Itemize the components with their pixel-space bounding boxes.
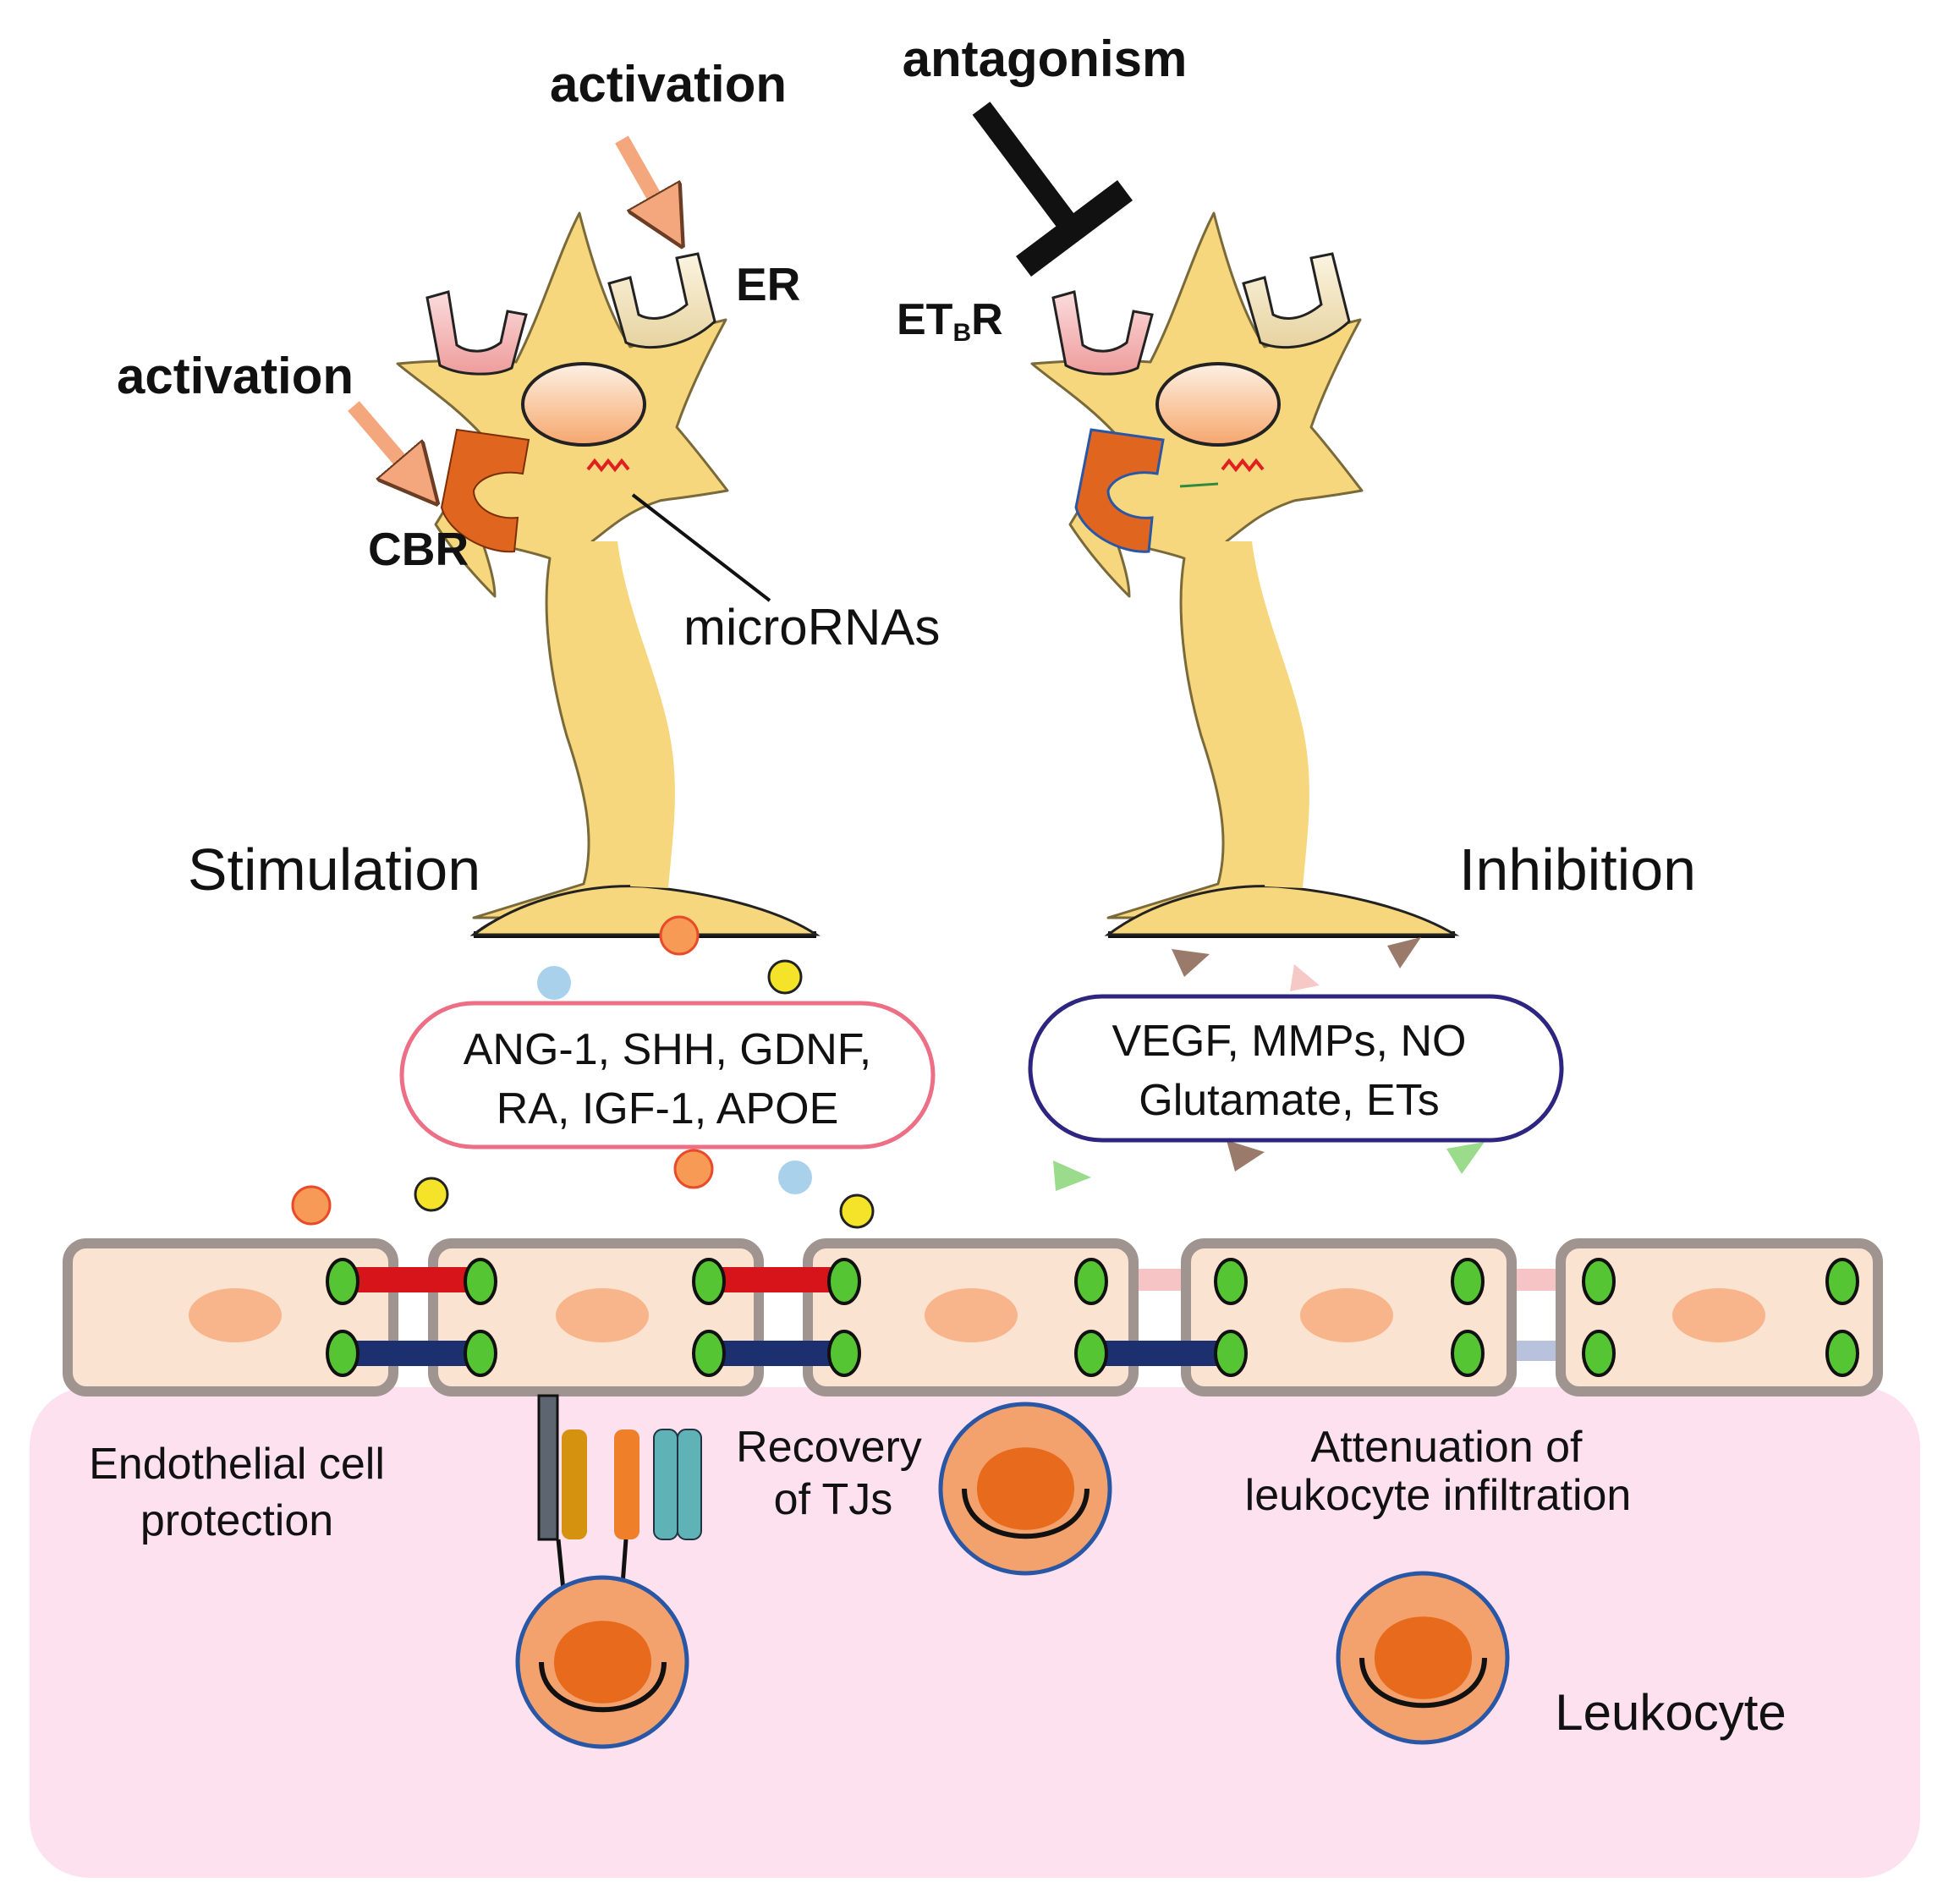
cbr-receptor-right (1074, 428, 1165, 553)
tight-junction-blue (343, 1341, 482, 1366)
activation-arrow-left (348, 401, 419, 482)
label-stimulation: Stimulation (188, 837, 480, 903)
leukocyte-cell (938, 1402, 1112, 1576)
astrocyte-nucleus (521, 362, 646, 447)
microrna-icon (586, 458, 630, 473)
tight-junction-blue (1100, 1341, 1231, 1366)
endothelial-nucleus (925, 1288, 1018, 1342)
tight-junction-red (343, 1267, 482, 1292)
inhibition-factors-line1: VEGF, MMPs, NO (1112, 1017, 1467, 1066)
astrocyte-body (396, 211, 746, 919)
antagonism-inhibitor-icon (972, 102, 1133, 277)
label-micrornas: microRNAs (683, 599, 940, 656)
tight-junction-blue (711, 1341, 846, 1366)
endothelial-nucleus (556, 1288, 649, 1342)
label-cbr: CBR (368, 523, 469, 575)
label-inhibition: Inhibition (1459, 837, 1696, 903)
inhibitory-factors (1053, 937, 1485, 1191)
stimulation-factors-line1: ANG-1, SHH, GDNF, (464, 1025, 872, 1074)
leukocyte-cell (1336, 1571, 1510, 1745)
etbr-receptor-right (1051, 290, 1154, 376)
leukocyte-cell (515, 1575, 689, 1749)
etbr-receptor-left (425, 290, 528, 376)
stimulation-factor-box: ANG-1, SHH, GDNF, RA, IGF-1, APOE (399, 1001, 936, 1150)
label-attenuation-line2: leukocyte infiltration (1245, 1471, 1632, 1520)
label-antagonism: antagonism (903, 30, 1188, 87)
label-endothelial-line1: Endothelial cell (89, 1440, 385, 1489)
endothelial-nucleus (189, 1288, 282, 1342)
label-endothelial-line2: protection (140, 1496, 333, 1545)
er-receptor-left (607, 252, 716, 349)
inhibition-factor-box: VEGF, MMPs, NO Glutamate, ETs (1028, 994, 1564, 1143)
astrocyte-inhibited (1030, 211, 1460, 938)
adhesion-molecules (537, 1394, 702, 1608)
label-recovery-line1: Recovery (736, 1423, 922, 1472)
stimulatory-factors (291, 915, 875, 1229)
label-activation-left: activation (117, 348, 354, 404)
activation-arrow-top (615, 135, 668, 222)
cbr-receptor-left (440, 428, 530, 553)
stimulation-factors-line2: RA, IGF-1, APOE (497, 1084, 839, 1133)
label-activation-top: activation (550, 56, 787, 112)
endothelial-layer (63, 1238, 1883, 1396)
label-attenuation-line1: Attenuation of (1311, 1423, 1583, 1472)
tight-junction-red (711, 1267, 846, 1292)
label-etbr: ETBR (897, 295, 1003, 347)
microrna-pointer (631, 493, 771, 602)
label-recovery-line2: of TJs (774, 1475, 893, 1524)
endothelial-nucleus (1672, 1288, 1765, 1342)
label-leukocyte: Leukocyte (1555, 1684, 1787, 1741)
brain-tissue (30, 1387, 1920, 1878)
label-er: ER (736, 258, 800, 310)
er-receptor-right (1242, 252, 1351, 349)
endothelial-nucleus (1300, 1288, 1393, 1342)
inhibition-factors-line2: Glutamate, ETs (1139, 1076, 1439, 1125)
